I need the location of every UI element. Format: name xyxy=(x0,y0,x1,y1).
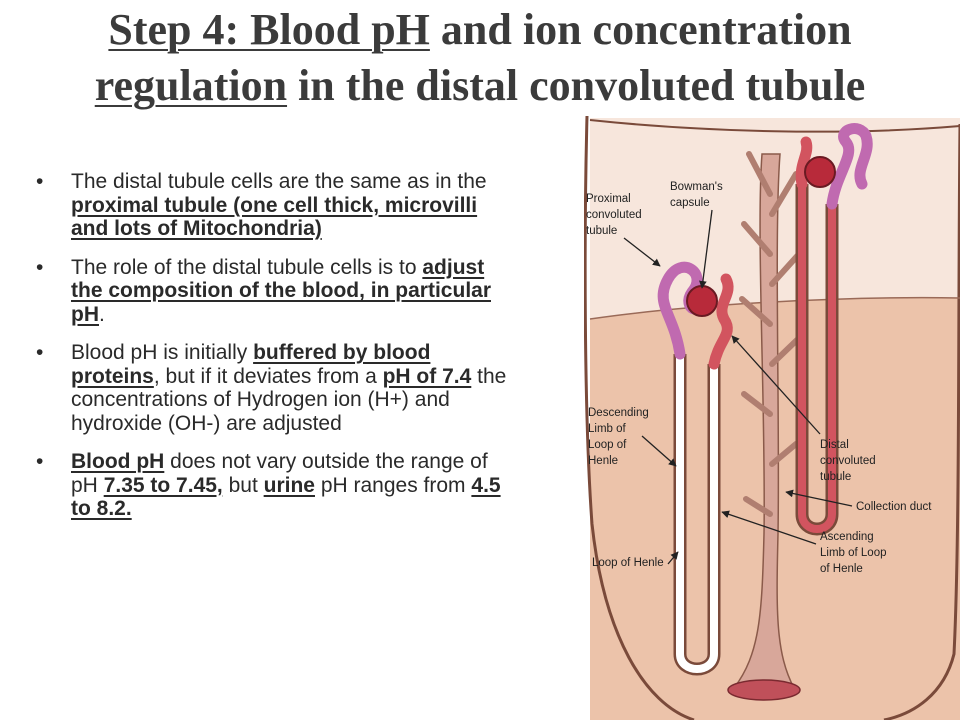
bullet-item-3: • Blood pH is initially buffered by bloo… xyxy=(36,341,520,435)
duct-branches xyxy=(739,151,802,517)
arrow-descending xyxy=(641,435,677,467)
bullet-emphasis: 4.5 to 8.2. xyxy=(71,473,501,521)
loop-of-henle-left-lumen xyxy=(676,354,718,673)
label-collection: Collection duct xyxy=(856,501,932,513)
slide-title: Step 4: Blood pH and ion concentration r… xyxy=(0,0,960,114)
title-part2: and ion concentration xyxy=(429,5,852,54)
bullet-text: does not vary outside the range of pH xyxy=(71,450,488,497)
distal-tubule-left xyxy=(708,273,734,370)
bullet-marker: • xyxy=(36,341,44,364)
label-distal: Distal convoluted tubule xyxy=(820,439,879,483)
bullet-list: • The distal tubule cells are the same a… xyxy=(36,170,520,536)
nephron-diagram: Proximal convoluted tubule Bowman's caps… xyxy=(584,115,960,720)
bullet-text: The distal tubule cells are the same as … xyxy=(71,170,487,193)
bullet-item-2: • The role of the distal tubule cells is… xyxy=(36,256,520,327)
outer-edge xyxy=(589,119,960,133)
bullet-text: . xyxy=(99,302,105,326)
distal-tubule-right xyxy=(795,136,813,190)
label-descending: Descending Limb of Loop of Henle xyxy=(588,407,652,467)
arrow-bowmans xyxy=(699,209,713,289)
bullet-emphasis: Blood pH xyxy=(71,450,165,473)
bullet-text: pH ranges from xyxy=(314,473,472,497)
arrow-distal xyxy=(731,335,821,435)
title-underlined-part3: regulation xyxy=(94,61,288,110)
label-proximal: Proximal convoluted tubule xyxy=(586,193,645,237)
bullet-text: the concentrations of Hydrogen ion (H+) … xyxy=(71,364,507,435)
label-bowmans: Bowman's capsule xyxy=(670,181,726,209)
renal-papilla xyxy=(727,679,801,701)
bullet-marker: • xyxy=(36,255,44,279)
bullet-emphasis: 7.35 to 7.45, xyxy=(103,473,223,497)
bullet-item-4: • Blood pH does not vary outside the ran… xyxy=(36,450,520,521)
bullet-marker: • xyxy=(36,170,44,193)
arrow-ascending xyxy=(721,510,817,545)
bullet-emphasis: adjust the composition of the blood, in … xyxy=(71,255,491,326)
bullet-text: but xyxy=(222,473,264,497)
label-loop: Loop of Henle xyxy=(592,557,664,569)
bullet-item-1: • The distal tubule cells are the same a… xyxy=(36,170,520,241)
bullet-marker: • xyxy=(36,450,44,473)
glomerulus-right xyxy=(804,156,836,188)
arrow-collection xyxy=(785,489,853,507)
bullet-emphasis: proximal tubule (one cell thick, microvi… xyxy=(71,193,478,241)
label-ascending: Ascending Limb of Loop of Henle xyxy=(820,531,890,575)
glomerulus-left xyxy=(686,285,718,317)
bullet-emphasis: urine xyxy=(263,473,315,497)
bullet-text: , but if it deviates from a xyxy=(153,364,383,388)
bullet-emphasis: buffered by blood proteins xyxy=(71,341,431,388)
proximal-tubule-right xyxy=(826,123,873,210)
title-part4: in the distal convoluted tubule xyxy=(287,61,866,110)
arrow-proximal xyxy=(623,237,661,267)
bullet-emphasis: pH of 7.4 xyxy=(382,364,472,388)
bullet-text: The role of the distal tubule cells is t… xyxy=(71,255,423,279)
title-underlined-part1: Step 4: Blood pH xyxy=(108,5,430,54)
arrow-loop xyxy=(667,551,679,565)
capsule-outline xyxy=(584,115,960,720)
bullet-text: Blood pH is initially xyxy=(71,341,254,364)
loop-of-henle-right-lumen xyxy=(798,184,836,533)
